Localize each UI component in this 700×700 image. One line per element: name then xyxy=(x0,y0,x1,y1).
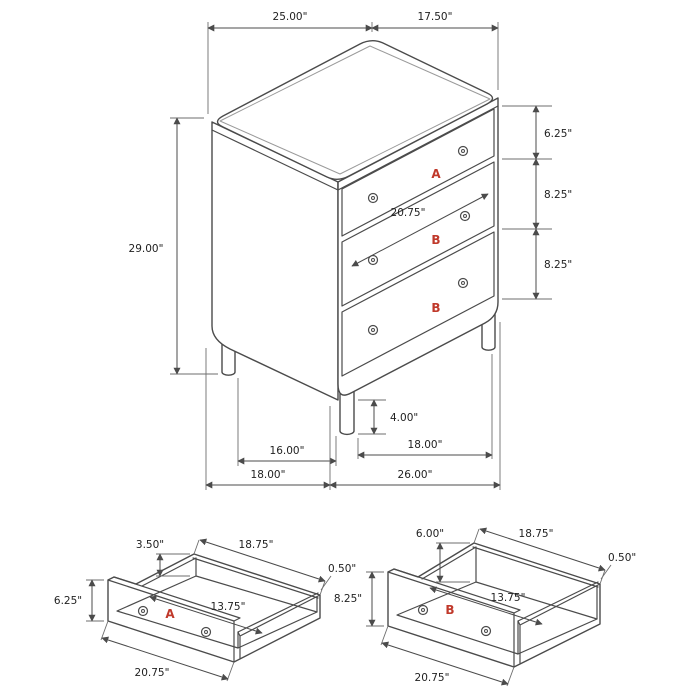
extension-lines xyxy=(205,348,331,490)
drawer-b-detail-label: B xyxy=(445,603,454,617)
dimension-text: 13.75" xyxy=(211,601,246,613)
top-slab-edge-lines xyxy=(211,105,499,191)
dimension-text: 13.75" xyxy=(491,592,526,604)
dimension-text: 3.50" xyxy=(136,539,164,551)
dim-b-side-height: 6.00" xyxy=(416,528,470,583)
dim-a-side-height: 3.50" xyxy=(136,539,190,577)
dimension-text: 8.25" xyxy=(544,189,572,201)
dimension-text: 16.00" xyxy=(270,445,305,457)
dimension-line xyxy=(429,586,543,626)
dimension-text: 20.75" xyxy=(135,667,170,679)
dimension-text: 8.25" xyxy=(544,259,572,271)
drawer-b-right-wall xyxy=(517,581,601,664)
drawer-b1-label: B xyxy=(431,233,440,247)
dim-height: 29.00" xyxy=(129,117,218,375)
dim-leg-span-side: 16.00" xyxy=(237,378,337,466)
leader-line xyxy=(320,575,332,591)
dimension-text: 8.25" xyxy=(334,593,362,605)
dimension-line xyxy=(199,538,326,583)
dimension-text: 25.00" xyxy=(273,11,308,23)
dim-drawer-a-height: 6.25" xyxy=(502,105,572,160)
dim-leg-span-front: 18.00" xyxy=(357,354,493,459)
chest-top-face xyxy=(216,40,494,180)
drawer-a-detail-label: A xyxy=(165,607,175,621)
drawer-a-right-wall xyxy=(237,592,321,659)
dim-a-inner-depth: 13.75" xyxy=(149,595,263,635)
drawer-b2-label: B xyxy=(431,301,440,315)
dim-leg-height: 4.00" xyxy=(358,399,418,435)
dimension-text: 20.75" xyxy=(415,672,450,684)
drawer-b1-knob-right xyxy=(459,210,471,222)
drawer-b2-knob-left xyxy=(367,324,379,336)
dim-b-inner-depth: 13.75" xyxy=(429,586,543,626)
drawer-a-knob-right xyxy=(200,626,212,638)
dimension-text: 18.00" xyxy=(408,439,443,451)
dim-b-inner-width: 18.75" xyxy=(473,527,606,585)
dim-b-front-width: 20.75" xyxy=(380,625,515,687)
dimension-text: 0.50" xyxy=(608,552,636,564)
main-chest-view: A B B 25.00" 17.50" 29.00" xyxy=(129,11,572,490)
drawer-b1-front xyxy=(341,161,495,307)
dimension-text: 6.25" xyxy=(544,128,572,140)
chest-side-panel xyxy=(211,121,339,401)
dim-a-front-width: 20.75" xyxy=(100,620,235,682)
dim-b-wall-thickness: 0.50" xyxy=(600,552,636,580)
dim-a-front-height: 6.25" xyxy=(54,579,104,622)
dimension-text: 0.50" xyxy=(328,563,356,575)
drawer-a-knob-right xyxy=(457,145,469,157)
dimension-text: 18.75" xyxy=(519,528,554,540)
dimension-text: 26.00" xyxy=(398,469,433,481)
dimension-text: 18.75" xyxy=(239,539,274,551)
drawer-b-detail: B 8.25" 6.00" 18.75" 0.50" 13.75" 20.7 xyxy=(334,527,636,687)
dim-base-width: 26.00" xyxy=(329,322,501,490)
dimension-text: 17.50" xyxy=(418,11,453,23)
drawer-a-knob-left xyxy=(137,605,149,617)
dimension-line xyxy=(479,527,606,572)
leader-line xyxy=(600,564,612,580)
drawer-a-knob-left xyxy=(367,192,379,204)
dimension-text: 18.00" xyxy=(251,469,286,481)
dim-drawer-b1-height: 8.25" xyxy=(502,158,572,230)
dim-b-front-height: 8.25" xyxy=(334,571,384,627)
dimension-line xyxy=(381,641,509,686)
dim-drawer-width: 20.75" xyxy=(351,193,489,267)
dimension-line xyxy=(149,595,263,635)
dimension-line xyxy=(101,636,229,681)
dimension-text: 20.75" xyxy=(391,207,426,219)
drawer-a-detail: A 6.25" 3.50" 18.75" 0.50" 13.75" 20.7 xyxy=(54,538,356,682)
extension-lines xyxy=(502,105,552,160)
drawer-a-floor xyxy=(116,575,318,649)
dimension-text: 29.00" xyxy=(129,243,164,255)
drawer-b2-knob-right xyxy=(457,277,469,289)
dim-top-depth: 17.50" xyxy=(371,11,499,90)
drawer-b-knob-right xyxy=(480,625,492,637)
chest-top-inner-line xyxy=(219,45,491,175)
drawer-b-knob-left xyxy=(417,604,429,616)
dim-a-wall-thickness: 0.50" xyxy=(320,563,356,591)
dimension-text: 6.25" xyxy=(54,595,82,607)
dimension-text: 4.00" xyxy=(390,412,418,424)
chest-dimensions: 25.00" 17.50" 29.00" 6.25" 8.25" xyxy=(129,11,572,490)
dimension-text: 6.00" xyxy=(416,528,444,540)
dim-base-depth: 18.00" xyxy=(205,348,331,490)
drawer-a-label: A xyxy=(431,167,441,181)
dim-drawer-b2-height: 8.25" xyxy=(502,228,572,300)
dimension-line xyxy=(351,193,489,267)
drawer-a-front xyxy=(341,108,495,237)
front-leg xyxy=(339,389,355,436)
